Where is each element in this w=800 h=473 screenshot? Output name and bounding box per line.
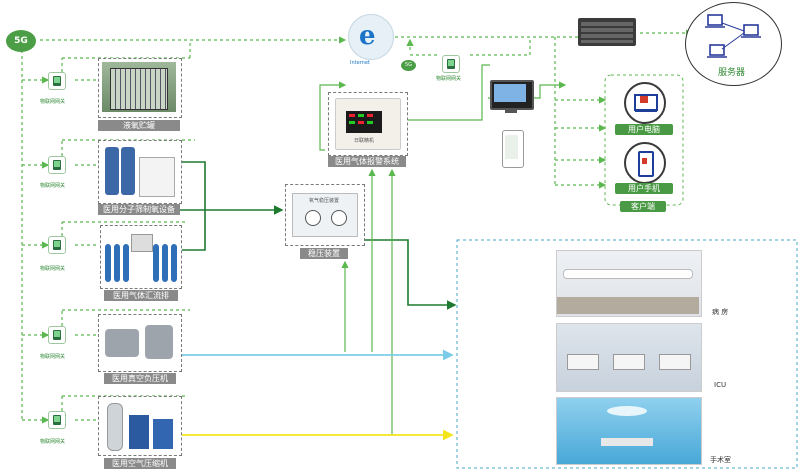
gauge-right-icon xyxy=(331,210,347,226)
5g-small-label: 5G xyxy=(404,62,413,68)
ward-room-image xyxy=(556,250,702,317)
computers-network-icon xyxy=(705,14,761,58)
5g-badge: 5G xyxy=(6,30,36,52)
server-cloud: 服务器 xyxy=(685,2,782,86)
equipment-label-3: 医用气体汇流排 xyxy=(104,290,178,301)
alarm-system-box: 日联精机 xyxy=(328,92,408,156)
server-rack-icon xyxy=(578,18,636,46)
pressure-panel-title: 氧气稳压装置 xyxy=(309,198,340,204)
room-label-or: 手术室 xyxy=(710,456,731,464)
gas-manifold-image xyxy=(100,225,182,289)
gateway-label-4: 物联网网关 xyxy=(40,354,66,360)
equipment-label-1: 液氧贮罐 xyxy=(98,120,180,131)
room-label-icu: ICU xyxy=(714,381,727,389)
gateway-icon-2 xyxy=(48,156,66,174)
air-compressor-image xyxy=(98,396,182,456)
internet-icon: e xyxy=(348,14,394,60)
vacuum-pump-image xyxy=(98,314,182,372)
operating-room-image xyxy=(556,397,702,465)
user-pc-icon xyxy=(624,82,666,124)
server-label: 服务器 xyxy=(718,68,746,78)
gateway-label-3: 物联网网关 xyxy=(40,266,66,272)
gateway-icon-5 xyxy=(48,411,66,429)
gateway-icon-1 xyxy=(48,72,66,90)
internet-label: Internet xyxy=(350,60,370,66)
gateway-top-label: 物联网网关 xyxy=(436,76,462,82)
liquid-oxygen-tank-image xyxy=(98,58,182,118)
user-phone-icon xyxy=(624,142,666,184)
alarm-brand: 日联精机 xyxy=(354,138,375,144)
monitor-icon xyxy=(490,80,534,110)
gateway-label-2: 物联网网关 xyxy=(40,183,66,189)
equipment-label-4: 医用真空负压机 xyxy=(104,373,176,384)
user-pc-label: 用户电脑 xyxy=(615,124,673,135)
alarm-system-label: 医用气体报警系统 xyxy=(328,156,406,167)
user-phone-label: 用户手机 xyxy=(615,183,673,194)
room-label-ward: 病 房 xyxy=(712,308,729,316)
pressure-device-label: 稳压装置 xyxy=(300,248,348,259)
phone-icon xyxy=(502,130,524,168)
icu-room-image xyxy=(556,323,702,392)
monitor-stand xyxy=(505,110,517,113)
equipment-label-5: 医用空气压缩机 xyxy=(104,458,176,469)
gateway-icon-4 xyxy=(48,326,66,344)
gateway-top-icon xyxy=(442,55,460,73)
gateway-label-5: 物联网网关 xyxy=(40,439,66,445)
equipment-label-2: 医用分子筛制氧设备 xyxy=(98,204,180,215)
client-group-label: 客户端 xyxy=(620,201,666,212)
gateway-label-1: 物联网网关 xyxy=(40,99,66,105)
gauge-left-icon xyxy=(305,210,321,226)
5g-small-badge: 5G xyxy=(401,60,416,71)
rooms-dashed-box xyxy=(456,239,798,469)
pressure-device-box: 氧气稳压装置 xyxy=(285,184,365,246)
gateway-icon-3 xyxy=(48,236,66,254)
oxygen-generator-image xyxy=(98,140,182,204)
5g-label: 5G xyxy=(14,36,28,46)
